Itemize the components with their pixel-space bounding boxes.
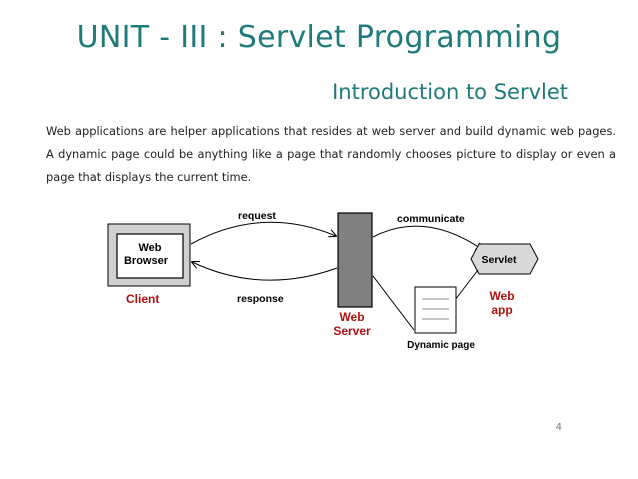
servlet-hexagon <box>470 243 539 275</box>
request-label: request <box>238 210 276 222</box>
client-label: Client <box>126 292 159 306</box>
request-arrow <box>190 221 336 245</box>
dynamic-page-label: Dynamic page <box>407 340 475 351</box>
web-server-box <box>337 212 373 308</box>
web-app-label-line2: app <box>491 303 512 317</box>
slide-subtitle: Introduction to Servlet <box>332 80 568 104</box>
servlet-label: Servlet <box>481 254 517 266</box>
response-arrow <box>192 262 338 281</box>
servlet-to-page-line <box>454 269 479 301</box>
client-browser-box: Web Browser <box>107 223 191 287</box>
server-to-page-line <box>372 275 415 331</box>
communicate-label: communicate <box>397 213 465 225</box>
communicate-arrow <box>372 225 483 250</box>
page-number: 4 <box>555 422 562 433</box>
web-server-label-line2: Server <box>333 324 371 338</box>
intro-paragraph: Web applications are helper applications… <box>46 124 616 184</box>
dynamic-page-document <box>414 286 457 334</box>
web-server-label-line1: Web <box>339 310 364 324</box>
browser-label-line1: Web <box>138 242 161 254</box>
browser-label-line2: Browser <box>124 255 169 267</box>
slide-title: UNIT - III : Servlet Programming <box>76 20 562 55</box>
web-app-label-line1: Web <box>489 289 514 303</box>
response-label: response <box>237 293 284 305</box>
